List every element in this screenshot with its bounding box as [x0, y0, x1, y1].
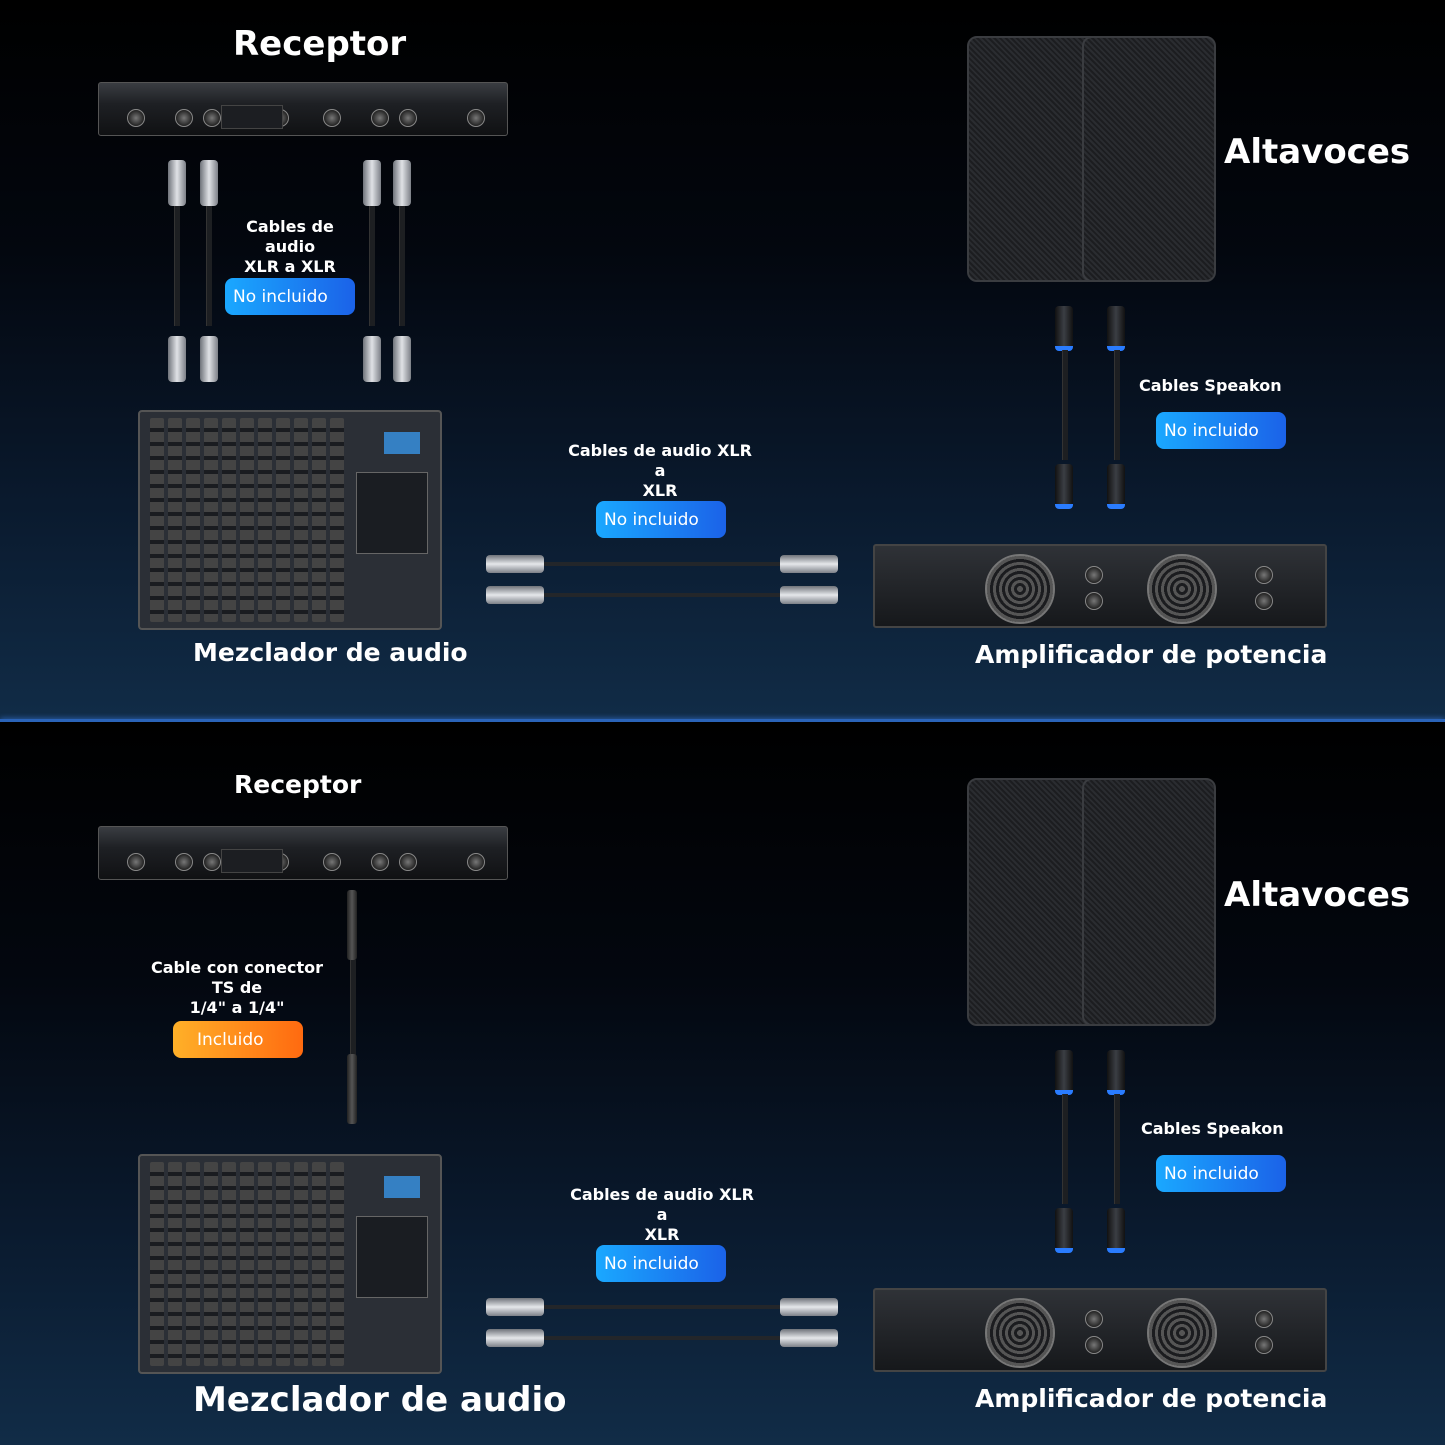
xlr-connector [363, 160, 381, 206]
speakon-connector [1107, 306, 1125, 351]
ts-cable-label: Cable con conector TS de 1/4" a 1/4" [150, 958, 324, 1017]
receptor-label: Receptor [233, 24, 407, 64]
section-divider [0, 719, 1445, 722]
xlr-connector [780, 555, 838, 573]
amplifier-label: Amplificador de potencia [975, 1384, 1328, 1413]
not-included-badge: No incluido [1156, 412, 1286, 449]
speaker [967, 36, 1101, 282]
not-included-badge: No incluido [596, 1245, 726, 1282]
speaker [967, 778, 1101, 1026]
audio-mixer [138, 410, 442, 630]
speakon-connector [1107, 1208, 1125, 1253]
xlr-connector [393, 336, 411, 382]
xlr-connector [486, 1298, 544, 1316]
panel-ts-setup: Receptor Cable con conector TS de 1/4" a… [0, 722, 1445, 1445]
xlr-connector [486, 555, 544, 573]
wireless-receiver [98, 826, 508, 880]
xlr-connector [780, 1298, 838, 1316]
xlr-connector [486, 586, 544, 604]
xlr-connector [363, 336, 381, 382]
receptor-label: Receptor [234, 770, 362, 799]
mid-cable-label: Cables de audio XLR a XLR [568, 441, 752, 500]
speakers-label: Altavoces [1224, 875, 1411, 915]
xlr-connector [200, 336, 218, 382]
power-amplifier [873, 1288, 1327, 1372]
amplifier-label: Amplificador de potencia [975, 640, 1328, 669]
power-amplifier [873, 544, 1327, 628]
wireless-receiver [98, 82, 508, 136]
speakon-connector [1055, 464, 1073, 509]
speakon-connector [1055, 306, 1073, 351]
included-badge: Incluido [173, 1021, 303, 1058]
not-included-badge: No incluido [225, 278, 355, 315]
panel-xlr-setup: Receptor Cables de audio XLR a XLR No in… [0, 0, 1445, 722]
speakon-connector [1055, 1050, 1073, 1095]
xlr-connector [200, 160, 218, 206]
speaker [1082, 36, 1216, 282]
ts-connector [347, 1054, 357, 1124]
xlr-connector [486, 1329, 544, 1347]
xlr-connector [393, 160, 411, 206]
mixer-label: Mezclador de audio [193, 638, 468, 667]
speaker [1082, 778, 1216, 1026]
audio-mixer [138, 1154, 442, 1374]
speakon-cable-label: Cables Speakon [1141, 1119, 1284, 1138]
not-included-badge: No incluido [596, 501, 726, 538]
speakon-connector [1055, 1208, 1073, 1253]
not-included-badge: No incluido [1156, 1155, 1286, 1192]
xlr-connector [780, 586, 838, 604]
speakon-connector [1107, 464, 1125, 509]
xlr-connector [780, 1329, 838, 1347]
speakon-connector [1107, 1050, 1125, 1095]
ts-connector [347, 890, 357, 960]
xlr-connector [168, 160, 186, 206]
mixer-label: Mezclador de audio [193, 1380, 567, 1420]
xlr-cable-label: Cables de audio XLR a XLR [244, 217, 336, 276]
speakon-cable-label: Cables Speakon [1139, 376, 1282, 395]
xlr-connector [168, 336, 186, 382]
mid-cable-label: Cables de audio XLR a XLR [570, 1185, 754, 1244]
speakers-label: Altavoces [1224, 132, 1411, 172]
